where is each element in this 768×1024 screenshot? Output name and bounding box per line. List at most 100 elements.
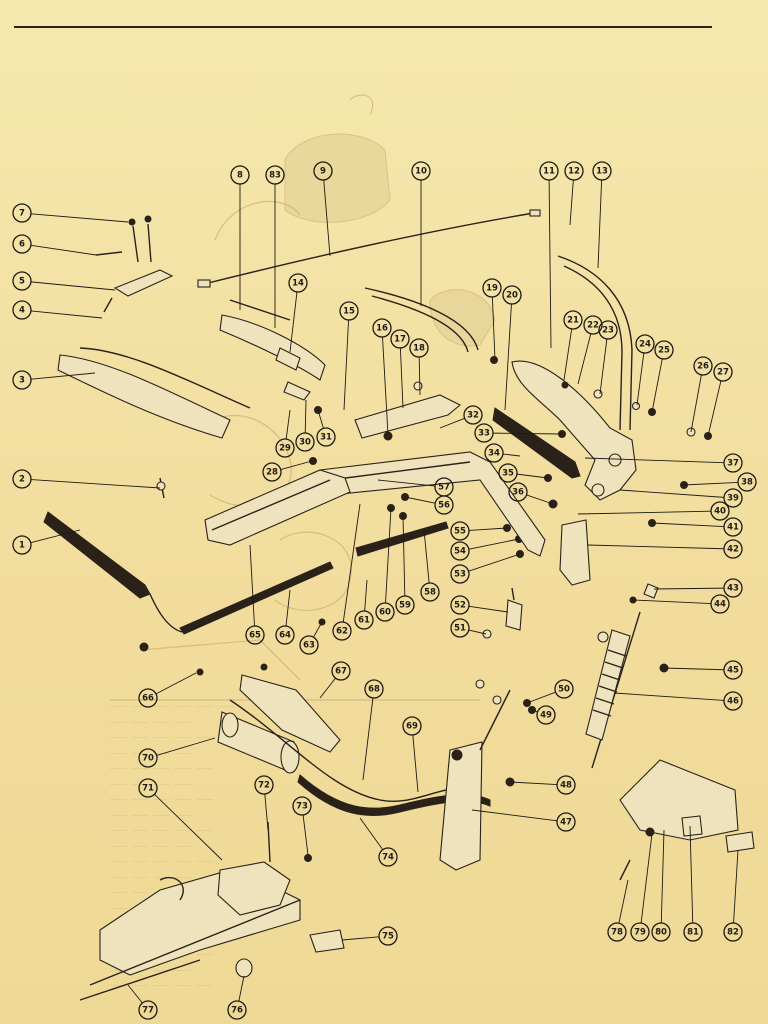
callout-number-35: 35 [502, 469, 514, 479]
leader-line-18 [418, 356, 421, 396]
part-20-33-bar [492, 407, 581, 479]
callout-76: 76 [227, 975, 247, 1020]
leader-line-50 [526, 691, 556, 704]
callout-number-32: 32 [467, 411, 479, 421]
part-71-76-latch-assembly [79, 821, 345, 1001]
callout-number-33: 33 [478, 429, 490, 439]
callout-66: 66 [138, 672, 197, 708]
callout-number-2: 2 [19, 475, 25, 485]
leader-line-38 [682, 481, 739, 486]
callout-circle-41 [723, 517, 743, 537]
callout-number-9: 9 [320, 167, 326, 177]
part-14-bracket [275, 347, 311, 401]
callout-circle-14 [288, 273, 308, 293]
callout-number-48: 48 [560, 781, 572, 791]
callout-54: 54 [450, 538, 520, 561]
callout-32: 32 [439, 405, 483, 429]
callout-1: 1 [12, 529, 81, 555]
leader-line-76 [238, 975, 245, 1002]
callout-74: 74 [359, 817, 398, 867]
leader-line-78 [618, 879, 629, 924]
callout-9: 9 [313, 161, 333, 257]
callout-circle-46 [723, 691, 743, 711]
callout-42: 42 [587, 539, 743, 559]
callout-35: 35 [498, 463, 549, 483]
leader-line-47 [471, 809, 558, 822]
callout-56: 56 [404, 495, 454, 515]
leader-line-35 [516, 473, 549, 479]
callout-circle-5 [12, 271, 32, 291]
callout-circle-50 [554, 679, 574, 699]
callout-circle-3 [12, 370, 32, 390]
callout-number-45: 45 [727, 666, 739, 676]
leader-line-74 [359, 817, 384, 850]
callout-number-68: 68 [368, 685, 380, 695]
callout-circle-27 [713, 362, 733, 382]
leader-line-9 [323, 179, 331, 257]
callout-number-69: 69 [406, 722, 418, 732]
callout-circle-35 [498, 463, 518, 483]
callout-number-80: 80 [655, 928, 667, 938]
callout-circle-22 [583, 315, 603, 335]
leader-line-36 [526, 494, 554, 505]
callout-78: 78 [607, 879, 629, 942]
callout-33: 33 [474, 423, 563, 443]
part-8-83-rail [219, 299, 326, 381]
callout-circle-81 [683, 922, 703, 942]
callout-number-67: 67 [335, 667, 347, 677]
callout-circle-54 [450, 541, 470, 561]
callout-circle-33 [474, 423, 494, 443]
leader-line-82 [733, 849, 739, 924]
callout-67: 67 [319, 661, 351, 699]
leader-line-64 [285, 589, 291, 627]
callout-circle-72 [254, 775, 274, 795]
callout-41: 41 [651, 517, 743, 537]
callout-44: 44 [632, 594, 730, 614]
callout-82: 82 [723, 849, 743, 942]
leader-line-59 [402, 515, 406, 597]
callout-number-29: 29 [279, 444, 291, 454]
part-58-weatherstrip [355, 521, 449, 557]
leader-line-57 [377, 479, 436, 487]
leader-line-80 [660, 829, 665, 924]
callout-number-28: 28 [266, 468, 278, 478]
leader-line-22 [577, 333, 592, 385]
leader-line-58 [423, 529, 430, 584]
callout-61: 61 [354, 579, 374, 630]
callout-circle-31 [316, 427, 336, 447]
callout-5: 5 [12, 271, 116, 291]
part-46-spring-cylinder [585, 583, 659, 769]
leader-line-34 [502, 453, 521, 457]
callout-38: 38 [682, 472, 757, 492]
callout-11: 11 [539, 161, 559, 349]
callout-70: 70 [138, 737, 216, 768]
callout-circle-82 [723, 922, 743, 942]
leader-line-68 [362, 697, 374, 781]
callout-17: 17 [390, 329, 410, 409]
leader-line-4 [30, 310, 103, 319]
callout-circle-30 [295, 432, 315, 452]
leader-line-32 [439, 417, 465, 429]
callout-49: 49 [531, 705, 556, 725]
callout-45: 45 [663, 660, 743, 680]
leader-line-30 [304, 399, 307, 434]
callout-21: 21 [563, 310, 583, 381]
callout-number-76: 76 [231, 1006, 243, 1016]
callout-number-11: 11 [543, 167, 555, 177]
callout-number-34: 34 [488, 449, 500, 459]
callout-number-77: 77 [142, 1006, 154, 1016]
callout-circle-55 [450, 521, 470, 541]
callout-number-82: 82 [727, 928, 739, 938]
callout-64: 64 [275, 589, 295, 645]
part-65-side-rail [204, 469, 351, 546]
callout-circle-49 [536, 705, 556, 725]
callout-75: 75 [341, 926, 398, 946]
leader-line-69 [412, 734, 419, 793]
part-13-bow [557, 255, 633, 431]
callout-number-16: 16 [376, 324, 388, 334]
callout-circle-11 [539, 161, 559, 181]
callout-number-47: 47 [560, 818, 572, 828]
callout-23: 23 [598, 320, 618, 395]
callout-circle-37 [723, 453, 743, 473]
